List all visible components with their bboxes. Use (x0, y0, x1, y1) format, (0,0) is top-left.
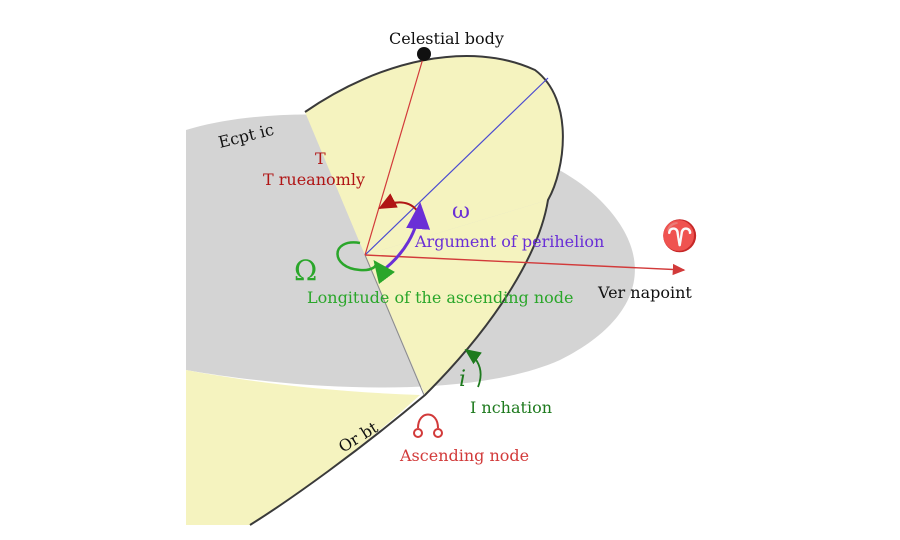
orbit-plane-upper (305, 55, 563, 256)
inclination-symbol: i (459, 367, 466, 392)
vernal-point-label: Ver napoint (597, 283, 692, 302)
inclination-arc (464, 348, 482, 388)
ascending-node-label: Ascending node (399, 446, 529, 465)
vernal-direction-arrow (364, 254, 686, 276)
true-anomaly-symbol: T (315, 149, 326, 168)
argument-of-perihelion-label: Argument of perihelion (414, 232, 604, 251)
apsides-line (364, 77, 549, 256)
orbit-plane-lower (186, 370, 420, 525)
radius-vector (364, 54, 425, 256)
longitude-of-ascending-node-label: Longitude of the ascending node (307, 288, 574, 307)
argument-symbol: ω (452, 199, 470, 224)
inclination-label: I nchation (470, 398, 552, 417)
aries-icon: ♈ (661, 218, 698, 254)
celestial-body-label: Celestial body (389, 29, 504, 48)
celestial-body-dot (417, 47, 431, 61)
orbit-plane-wedge (305, 112, 548, 395)
orbit-outline (249, 54, 564, 526)
longitude-arc (336, 241, 395, 285)
longitude-symbol: Ω (294, 254, 317, 287)
true-anomaly-label: T rueanomly (263, 170, 365, 189)
ascending-node-icon (413, 413, 443, 438)
